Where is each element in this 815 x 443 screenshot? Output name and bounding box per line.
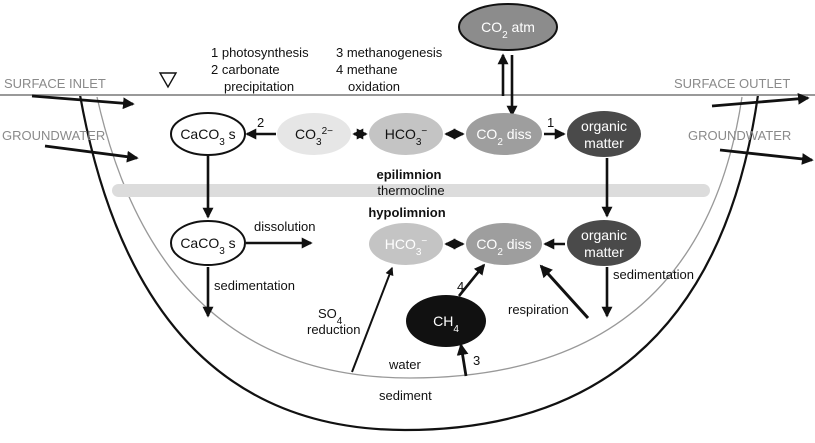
process-number-4: 4 <box>457 279 464 294</box>
methane-label: CH4 <box>433 313 459 335</box>
co2-diss-epilimnion-label: CO2 diss <box>476 126 531 148</box>
dissolution-label: dissolution <box>254 219 315 234</box>
process-number-3: 3 <box>473 353 480 368</box>
surface-inlet-arrow <box>31 94 135 110</box>
legend-carbonate: 2 carbonate <box>211 62 280 77</box>
legend-methane: 4 methane <box>336 62 397 77</box>
reduction-label: reduction <box>307 322 360 337</box>
caco3-solid-hypolimnion-node <box>170 220 246 266</box>
legend-oxidation: oxidation <box>348 79 400 94</box>
bicarbonate-hypolimnion-label: HCO3− <box>385 236 428 258</box>
bicarbonate-hypolimnion-node <box>369 223 443 265</box>
thermocline-band <box>112 184 710 197</box>
surface-outlet-arrow <box>711 92 810 108</box>
organic-matter-epilimnion-label: organic <box>581 118 627 134</box>
water-sediment-boundary <box>96 96 743 379</box>
so4-reduction-arrow <box>351 266 394 373</box>
organic-matter-hypolimnion-label2: matter <box>584 244 624 260</box>
legend-methanogenesis: 3 methanogenesis <box>336 45 443 60</box>
process-number-1: 1 <box>547 115 554 130</box>
bicarbonate-epilimnion-label: HCO3− <box>385 126 428 148</box>
caco3-epilimnion-label: CaCO3 s <box>180 126 235 148</box>
groundwater-left-label: GROUNDWATER <box>2 128 105 143</box>
caco3-solid-epilimnion-node <box>170 112 246 156</box>
so4-label: SO4 <box>318 306 343 327</box>
surface-inlet-label: SURFACE INLET <box>4 76 106 91</box>
respiration-label: respiration <box>508 302 569 317</box>
caco3-hypolimnion-label: CaCO3 s <box>180 235 235 257</box>
surface-outlet-label: SURFACE OUTLET <box>674 76 790 91</box>
methane-node <box>406 295 486 347</box>
organic-matter-epilimnion-node <box>567 111 641 157</box>
groundwater-right-label: GROUNDWATER <box>688 128 791 143</box>
organic-matter-hypolimnion-label: organic <box>581 227 627 243</box>
sedimentation-left-label: sedimentation <box>214 278 295 293</box>
legend-precipitation: precipitation <box>224 79 294 94</box>
co2-atm-node <box>458 3 558 51</box>
thermocline-label: thermocline <box>377 183 444 198</box>
methane-oxidation-arrow <box>457 263 486 297</box>
process-number-2: 2 <box>257 115 264 130</box>
co2-atm-label: CO2 atm <box>481 19 535 41</box>
legend-photosynthesis: 1 photosynthesis <box>211 45 309 60</box>
co2-diss-epilimnion-node <box>466 113 542 155</box>
carbonate-label: CO32− <box>295 126 333 148</box>
methanogenesis-arrow <box>456 343 469 377</box>
sedimentation-right-label: sedimentation <box>613 267 694 282</box>
groundwater-in-arrow <box>44 144 139 163</box>
hypolimnion-label: hypolimnion <box>368 205 445 220</box>
co2-diss-hypolimnion-node <box>466 223 542 265</box>
water-label: water <box>388 357 421 372</box>
sediment-label: sediment <box>379 388 432 403</box>
respiration-arrow <box>539 264 590 320</box>
organic-matter-hypolimnion-node <box>567 220 641 266</box>
inverted-triangle-icon <box>158 72 178 89</box>
carbonate-node <box>277 113 351 155</box>
lake-basin-outer <box>78 94 760 432</box>
groundwater-out-arrow <box>719 148 814 165</box>
co2-diss-hypolimnion-label: CO2 diss <box>476 236 531 258</box>
bicarbonate-epilimnion-node <box>369 113 443 155</box>
epilimnion-label: epilimnion <box>377 167 442 182</box>
organic-matter-epilimnion-label2: matter <box>584 135 624 151</box>
